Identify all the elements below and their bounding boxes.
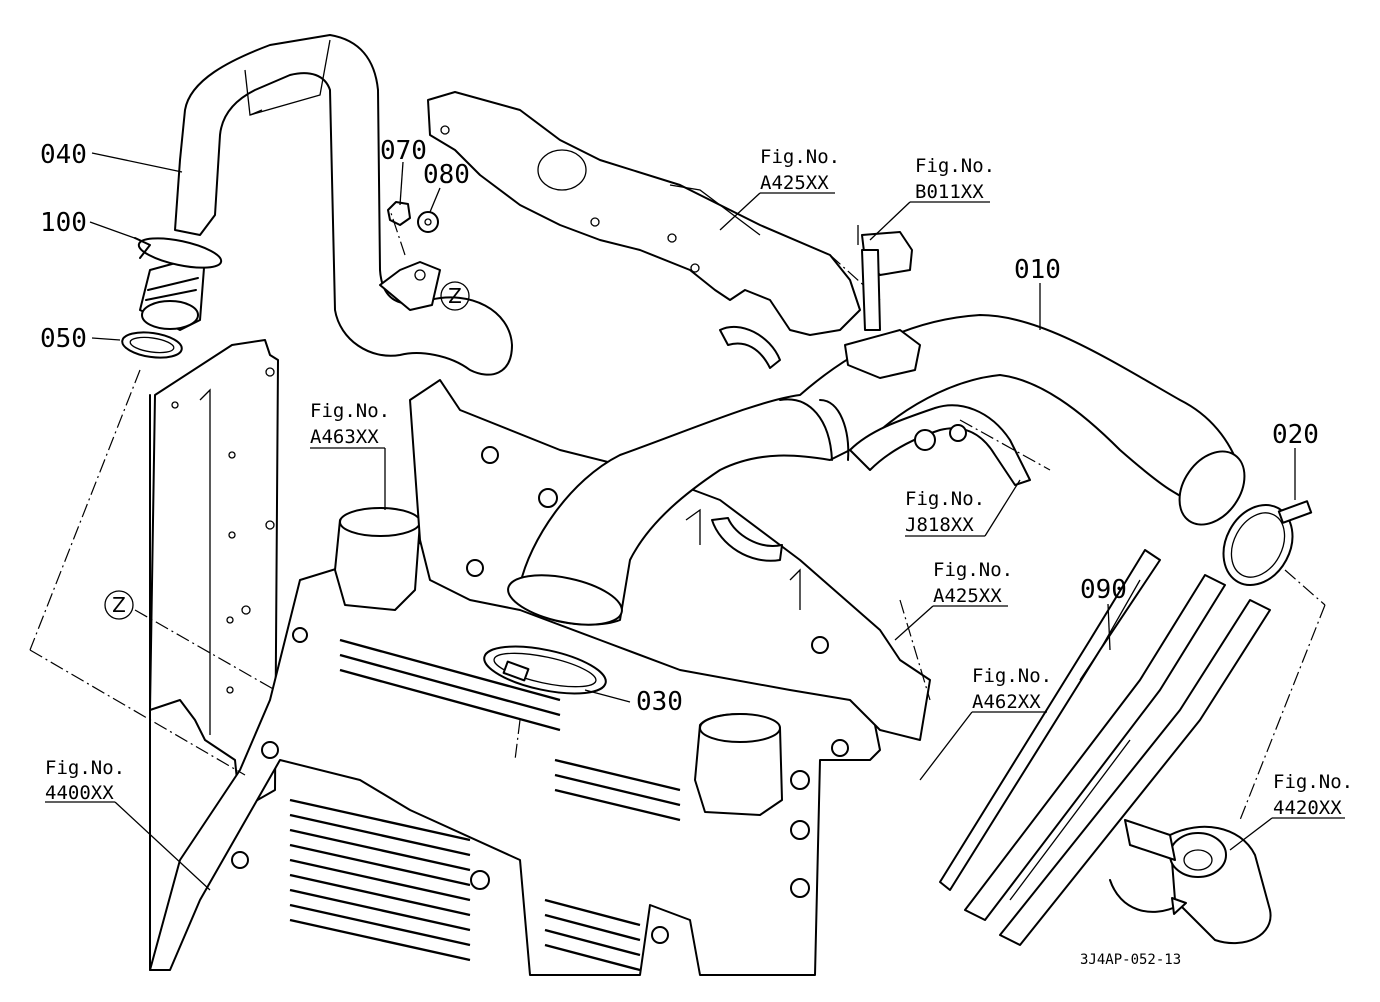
z-marker-left: Z (104, 590, 134, 620)
breather-hose (849, 404, 1031, 486)
svg-text:A425XX: A425XX (760, 172, 829, 194)
figref-a462: Fig.No. A462XX (972, 665, 1052, 713)
svg-text:Fig.No.: Fig.No. (310, 400, 390, 422)
svg-text:J818XX: J818XX (905, 514, 974, 536)
reference-lines (29, 369, 1326, 821)
sensor-b011 (844, 225, 921, 379)
upper-bracket-plate (427, 91, 881, 336)
svg-text:Fig.No.: Fig.No. (915, 155, 995, 177)
svg-text:4420XX: 4420XX (1273, 797, 1342, 819)
figref-a425-mid: Fig.No. A425XX (933, 559, 1013, 607)
label-040: 040 (40, 140, 87, 170)
figref-a463: Fig.No. A463XX (310, 400, 390, 448)
label-050: 050 (40, 324, 87, 354)
figref-4420: Fig.No. 4420XX (1273, 771, 1353, 819)
z-marker-top: Z (440, 281, 470, 311)
svg-text:Fig.No.: Fig.No. (972, 665, 1052, 687)
svg-text:Z: Z (448, 284, 462, 308)
svg-text:Fig.No.: Fig.No. (760, 146, 840, 168)
z-bracket-top (379, 261, 441, 311)
label-090: 090 (1080, 575, 1127, 605)
drawing-code: 3J4AP-052-13 (1080, 952, 1181, 968)
svg-text:A463XX: A463XX (310, 426, 379, 448)
leader-lines (45, 152, 1345, 891)
label-100: 100 (40, 208, 87, 238)
figref-j818: Fig.No. J818XX (905, 488, 985, 536)
label-070: 070 (380, 136, 427, 166)
mid-bracket-plate (409, 379, 931, 757)
seal-strip-090 (939, 549, 1271, 946)
label-020: 020 (1272, 420, 1319, 450)
label-080: 080 (423, 160, 470, 190)
figref-4400: Fig.No. 4400XX (45, 757, 125, 804)
clamp-100 (134, 237, 223, 269)
figref-b011: Fig.No. B011XX (915, 155, 995, 203)
svg-text:Z: Z (112, 593, 126, 617)
cooler-fins-right (544, 898, 641, 972)
svg-text:Fig.No.: Fig.No. (933, 559, 1013, 581)
svg-text:A462XX: A462XX (972, 691, 1041, 713)
svg-text:Fig.No.: Fig.No. (1273, 771, 1353, 793)
duct-010 (507, 314, 1246, 626)
hose-040-end (139, 254, 206, 331)
svg-text:Fig.No.: Fig.No. (45, 757, 125, 779)
hose-040 (174, 34, 513, 376)
svg-text:Fig.No.: Fig.No. (905, 488, 985, 510)
svg-text:4400XX: 4400XX (45, 782, 114, 804)
cooler-fins-left (289, 798, 471, 962)
top-tank-fins (339, 638, 681, 822)
figref-a425-top: Fig.No. A425XX (760, 146, 840, 194)
svg-text:A425XX: A425XX (933, 585, 1002, 607)
svg-text:B011XX: B011XX (915, 181, 984, 203)
washer-080 (417, 211, 439, 233)
label-010: 010 (1014, 255, 1061, 285)
air-cleaner-4420 (1109, 819, 1272, 945)
clamp-050 (121, 331, 183, 359)
label-030: 030 (636, 687, 683, 717)
clamp-020 (1222, 500, 1313, 587)
clamp-030 (483, 645, 607, 695)
